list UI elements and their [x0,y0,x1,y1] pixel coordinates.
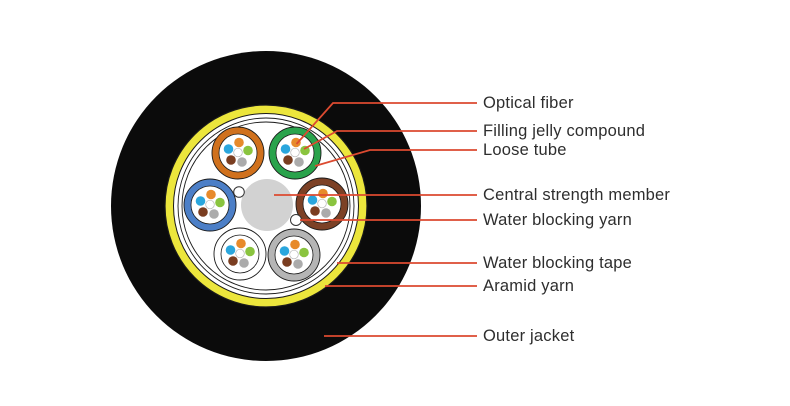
label-water-blocking-tape: Water blocking tape [483,254,633,272]
loose-tube-orange [211,126,265,180]
label-optical-fiber: Optical fiber [483,94,574,112]
label-outer-jacket: Outer jacket [483,327,575,345]
loose-tube-gray [267,228,321,282]
loose-tube-green [268,126,322,180]
label-water-blocking-yarn: Water blocking yarn [483,211,632,229]
water-blocking-yarn-dot [290,214,302,226]
loose-tube-blue [183,178,237,232]
loose-tube-white [213,227,267,281]
loose-tube-brown [295,177,349,231]
water-blocking-yarn-dot [233,186,245,198]
water-blocking-tape-inner [181,121,351,291]
label-central-strength-member: Central strength member [483,186,671,204]
leader-line-filling-jelly-compound [303,130,477,150]
label-aramid-yarn: Aramid yarn [483,277,575,295]
leader-line-loose-tube [314,149,477,167]
central-strength-member [241,179,293,231]
water-blocking-tape-outer [177,117,355,295]
leader-line-optical-fiber [295,102,477,145]
label-filling-jelly-compound: Filling jelly compound [483,122,646,140]
label-loose-tube: Loose tube [483,141,567,159]
